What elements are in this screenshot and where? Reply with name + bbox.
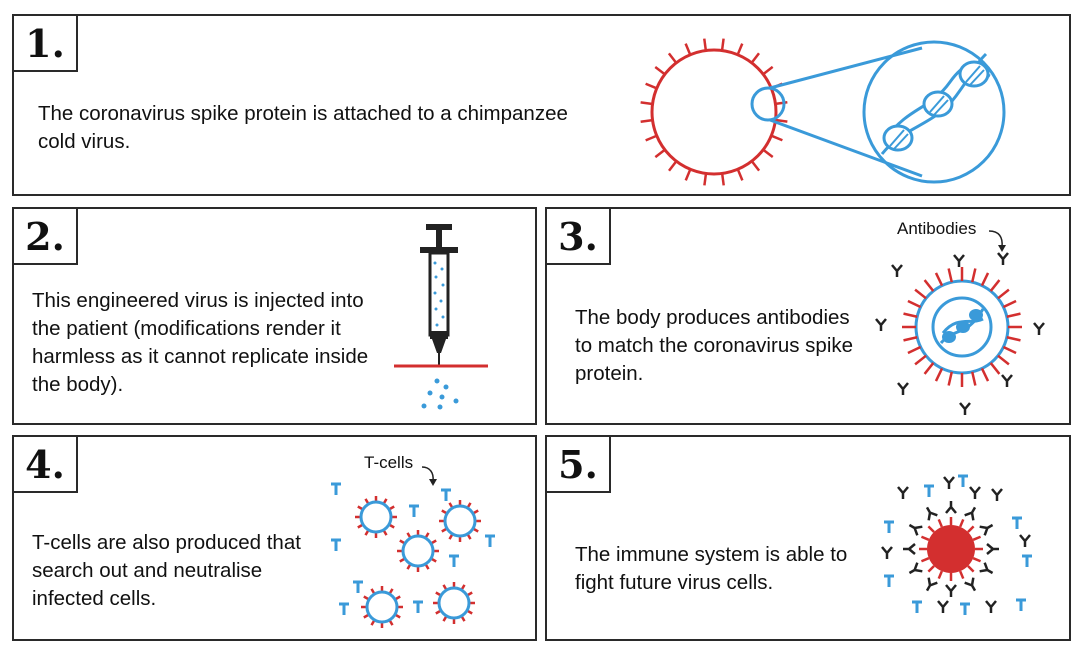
step-number: 1. <box>12 14 78 72</box>
antibody-icon <box>953 254 965 267</box>
antibodies-label: Antibodies <box>897 219 977 238</box>
immune-memory-illustration <box>881 474 1032 615</box>
step-text: The immune system is able to fight futur… <box>575 543 848 594</box>
antibody-icon <box>937 600 949 613</box>
panel-5: 5. The immune system is able to fight fu… <box>545 435 1071 641</box>
step-number: 2. <box>12 207 78 265</box>
antibody-icon <box>964 577 977 592</box>
t-cell-icon <box>353 580 363 593</box>
antibody-icon <box>1033 322 1045 335</box>
t-cell-illustration <box>331 466 495 628</box>
infected-cell-icon <box>433 582 475 624</box>
infected-cell-icon <box>361 586 403 628</box>
antibody-icon <box>897 382 909 395</box>
antibody-icon <box>969 486 981 499</box>
t-cell-icon <box>413 600 423 613</box>
t-cell-icon <box>331 538 341 551</box>
antibody-icon <box>1019 534 1031 547</box>
antibody-icon <box>925 506 938 521</box>
infected-cell-icon <box>397 530 439 572</box>
antibody-icon <box>945 584 957 597</box>
antibody-icon <box>943 476 955 489</box>
step-number: 5. <box>545 435 611 493</box>
t-cell-icon <box>1022 554 1032 567</box>
antibody-icon <box>991 488 1003 501</box>
antibody-icon <box>908 562 923 575</box>
syringe-icon <box>394 224 488 410</box>
antibody-icon <box>985 600 997 613</box>
antibody-icon <box>997 252 1009 265</box>
t-cell-icon <box>884 520 894 533</box>
antibody-icon <box>1001 374 1013 387</box>
t-cell-icon <box>409 504 419 517</box>
t-cell-icon <box>924 484 934 497</box>
step-text: This engineered virus is injected into t… <box>32 289 369 396</box>
antibody-response-illustration <box>875 230 1045 415</box>
t-cell-icon <box>884 574 894 587</box>
t-cell-icon <box>912 600 922 613</box>
panel-3: 3. The body produces antibodies to match… <box>545 207 1071 425</box>
panel-4: 4. T-cells are also produced that search… <box>12 435 537 641</box>
t-cell-icon <box>441 488 451 501</box>
step-text: T-cells are also produced that search ou… <box>32 531 301 610</box>
antibody-icon <box>891 264 903 277</box>
antibody-icon <box>881 546 893 559</box>
antibody-icon <box>979 562 994 575</box>
panel-2: 2. This engineered virus is injected int… <box>12 207 537 425</box>
t-cell-icon <box>331 482 341 495</box>
t-cell-icon <box>449 554 459 567</box>
step-text: The coronavirus spike protein is attache… <box>38 102 568 153</box>
step-number: 3. <box>545 207 611 265</box>
antibody-icon <box>945 501 957 514</box>
dna-icon <box>862 40 1006 184</box>
step-text: The body produces antibodies to match th… <box>575 306 854 385</box>
t-cell-icon <box>1012 516 1022 529</box>
antibody-icon <box>908 523 923 536</box>
infected-cell-icon <box>355 496 397 538</box>
antibody-icon <box>903 543 916 555</box>
antibody-icon <box>959 402 971 415</box>
t-cells-label: T-cells <box>364 453 414 472</box>
antibody-icon <box>964 506 977 521</box>
antibody-icon <box>897 486 909 499</box>
dna-icon <box>939 308 985 345</box>
t-cell-icon <box>1016 598 1026 611</box>
t-cell-icon <box>958 474 968 487</box>
infected-cell-icon <box>439 500 481 542</box>
antibody-icon <box>875 318 887 331</box>
t-cell-icon <box>960 602 970 615</box>
t-cell-icon <box>485 534 495 547</box>
step-number: 4. <box>12 435 78 493</box>
virus-dna-illustration <box>640 38 1006 186</box>
virus-icon <box>919 517 983 581</box>
antibody-icon <box>986 543 999 555</box>
antibody-icon <box>979 523 994 536</box>
t-cell-icon <box>339 602 349 615</box>
virus-icon <box>640 38 788 186</box>
antibody-icon <box>925 577 938 592</box>
panel-1: 1. The coronavirus spike protein is atta… <box>12 14 1071 196</box>
